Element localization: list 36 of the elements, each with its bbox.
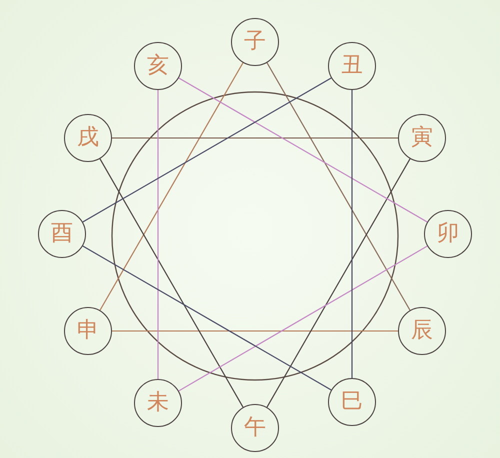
- branch-character: 寅: [411, 127, 433, 149]
- branch-character: 戌: [77, 127, 99, 149]
- branch-circle: [231, 18, 279, 66]
- connector-line: [100, 62, 244, 310]
- branch-character: 丑: [341, 55, 363, 77]
- branch-character: 亥: [147, 55, 169, 77]
- connector-line: [178, 246, 428, 392]
- connector-line: [82, 246, 332, 390]
- branch-character: 酉: [51, 223, 73, 245]
- branch-character: 巳: [341, 391, 363, 413]
- connector-line: [112, 137, 398, 139]
- connector-line: [82, 78, 332, 222]
- branch-circle: [424, 210, 472, 258]
- branch-circle: [328, 42, 376, 90]
- branch-circle: [134, 42, 182, 90]
- branch-circle: [231, 404, 279, 452]
- branch-character: 卯: [437, 223, 459, 245]
- connector-line: [351, 90, 353, 378]
- branch-character: 子: [244, 31, 266, 53]
- branch-circle: [64, 114, 112, 162]
- branch-character: 辰: [411, 320, 433, 342]
- branch-circle: [64, 307, 112, 355]
- branch-circle: [38, 210, 86, 258]
- branch-circle: [134, 379, 182, 427]
- branch-character: 申: [77, 320, 99, 342]
- connector-line: [178, 78, 428, 222]
- branch-circle: [398, 307, 446, 355]
- connector-line: [112, 330, 398, 332]
- branch-circle: [328, 378, 376, 426]
- connector-line: [157, 90, 159, 379]
- branch-character: 未: [147, 392, 169, 414]
- connector-line: [100, 158, 244, 408]
- connector-line: [266, 62, 410, 310]
- branch-circle: [398, 114, 446, 162]
- branch-character: 午: [244, 417, 266, 439]
- connector-line: [266, 158, 410, 408]
